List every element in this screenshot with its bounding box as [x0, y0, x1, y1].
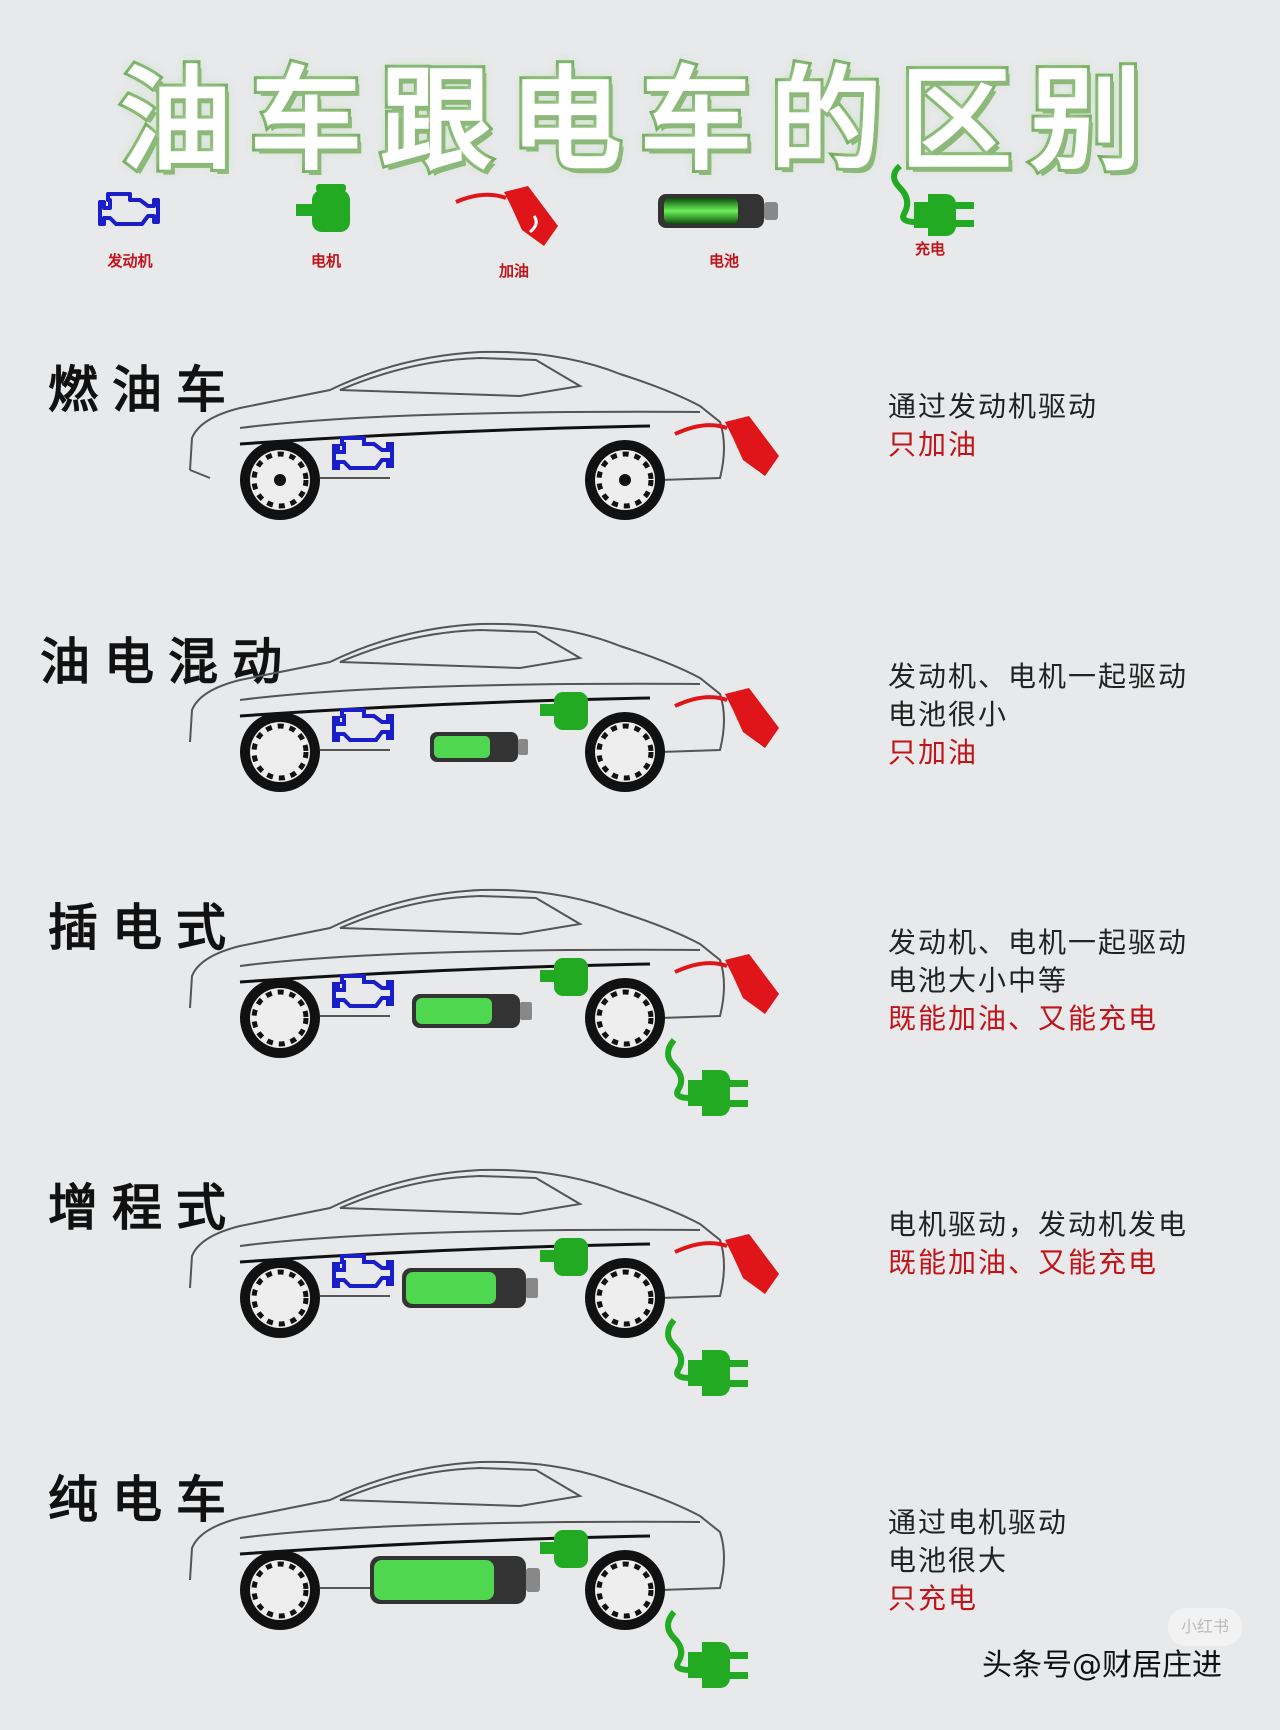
desc-line: 发动机、电机一起驱动 [888, 926, 1189, 959]
plug-icon [665, 1610, 748, 1688]
fuel-nozzle-icon [674, 1234, 779, 1294]
plug-icon [665, 1038, 748, 1116]
desc-line: 电池很大 [888, 1544, 1009, 1577]
battery-icon [658, 194, 778, 228]
motor-icon [540, 958, 588, 996]
legend-item-plug: 充电 [860, 163, 1000, 259]
section-description: 发动机、电机一起驱动 电池很小 只加油 [888, 658, 1188, 772]
section-title: 插电式 [48, 898, 240, 957]
desc-line: 既能加油、又能充电 [888, 1002, 1159, 1035]
engine-icon [332, 974, 394, 1008]
legend: 发动机 电机 加油 电池 [0, 163, 1280, 290]
motor-icon [540, 692, 588, 730]
fuel-nozzle-icon [674, 688, 779, 748]
motor-icon [540, 1238, 588, 1276]
legend-item-motor: 电机 [256, 180, 396, 271]
section-description: 通过电机驱动 电池很大 只充电 [888, 1504, 1068, 1618]
desc-line: 通过电机驱动 [888, 1506, 1069, 1539]
xiaohongshu-badge: 小红书 [1168, 1608, 1242, 1646]
section-gas-car: 燃油车 通过发动机驱动 只加油 [0, 350, 1280, 620]
section-plugin-hybrid: 插电式 [0, 888, 1280, 1158]
desc-line: 电池很小 [888, 698, 1009, 731]
car-illustration [189, 622, 779, 792]
plug-icon [665, 1318, 748, 1396]
rear-wheel [585, 440, 665, 520]
section-description: 通过发动机驱动 只加油 [888, 388, 1098, 464]
section-range-extender: 增程式 [0, 1168, 1280, 1438]
car-illustration [189, 1168, 779, 1396]
section-description: 发动机、电机一起驱动 电池大小中等 既能加油、又能充电 [888, 924, 1188, 1038]
page-title: 油车跟电车的区别 [117, 52, 1160, 189]
legend-item-fuel: 加油 [444, 180, 584, 281]
section-pure-ev: 纯电车 通过电机驱动 电池很大 只充电 [0, 1460, 1280, 1730]
watermark: 头条号@财居庄进 [982, 1648, 1222, 1683]
legend-label: 电池 [708, 252, 739, 270]
desc-line: 只加油 [888, 428, 979, 461]
motor-icon [296, 184, 350, 232]
section-title: 燃油车 [48, 360, 240, 419]
section-hybrid: 油电混动 发动机、电机一起驱动 电池很小 只加油 [0, 622, 1280, 892]
desc-line: 电池大小中等 [888, 964, 1069, 997]
battery-icon [412, 994, 532, 1028]
engine-icon [98, 192, 160, 226]
motor-icon [540, 1530, 588, 1568]
legend-item-battery: 电池 [654, 180, 794, 271]
battery-icon [402, 1268, 538, 1308]
front-wheel [240, 440, 320, 520]
engine-icon [332, 436, 394, 470]
desc-line: 只充电 [888, 1582, 979, 1615]
battery-icon [430, 732, 528, 762]
desc-line: 发动机、电机一起驱动 [888, 660, 1189, 693]
fuel-nozzle-icon [455, 186, 558, 246]
car-illustration [189, 350, 779, 520]
desc-line: 通过发动机驱动 [888, 390, 1099, 423]
fuel-nozzle-icon [674, 954, 779, 1014]
desc-line: 既能加油、又能充电 [888, 1246, 1159, 1279]
legend-label: 电机 [310, 252, 341, 270]
desc-line: 电机驱动，发动机发电 [888, 1208, 1189, 1241]
car-illustration [189, 888, 779, 1116]
desc-line: 只加油 [888, 736, 979, 769]
section-title: 纯电车 [48, 1470, 240, 1529]
fuel-nozzle-icon [674, 416, 779, 476]
engine-icon [332, 1254, 394, 1288]
section-title: 油电混动 [40, 632, 296, 691]
legend-item-engine: 发动机 [60, 180, 200, 271]
section-description: 电机驱动，发动机发电 既能加油、又能充电 [888, 1206, 1188, 1282]
section-title: 增程式 [48, 1178, 240, 1237]
legend-label: 充电 [914, 240, 945, 258]
battery-icon [370, 1556, 540, 1604]
engine-icon [332, 708, 394, 742]
plug-icon [891, 163, 974, 236]
legend-label: 加油 [498, 262, 529, 280]
car-illustration [189, 1460, 748, 1688]
legend-label: 发动机 [107, 252, 153, 270]
